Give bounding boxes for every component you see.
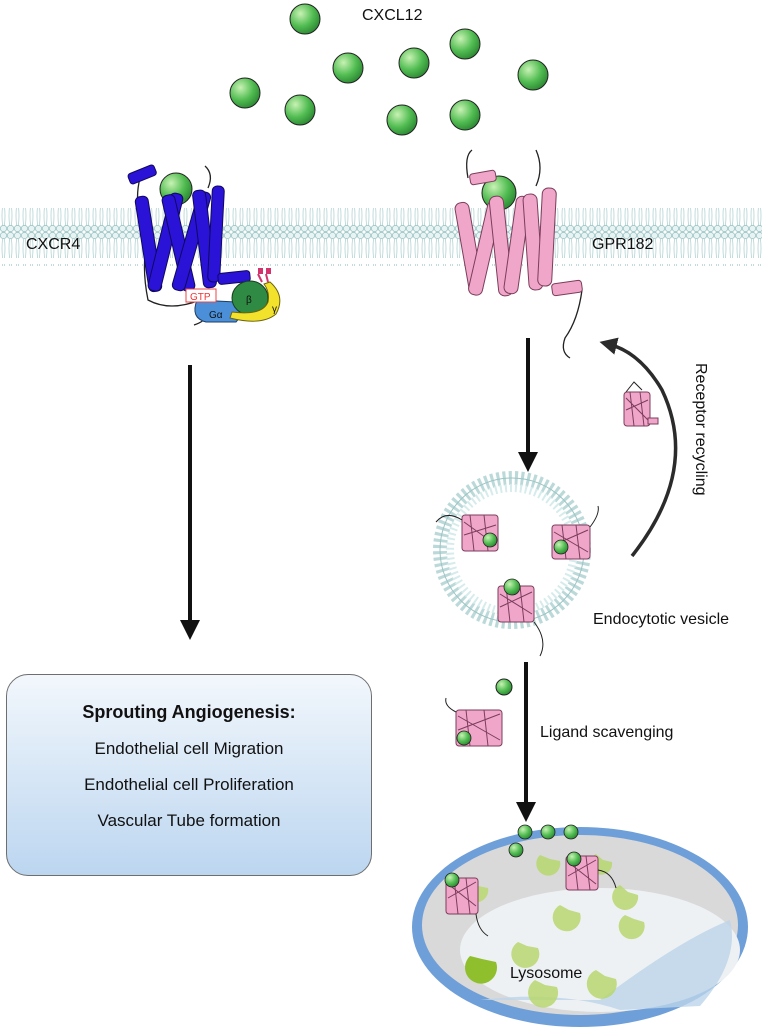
cxcr4-receptor [127,164,251,326]
plasma-membrane [0,208,762,266]
ligand-sphere [449,28,481,60]
recycling-label: Receptor recycling [692,363,709,496]
ligand-sphere [503,578,521,596]
ligand-sphere [444,872,460,888]
recycled-receptor [623,381,659,427]
outcome-item-migration: Endothelial cell Migration [94,739,284,758]
ligand-sphere [566,851,582,867]
ligand-sphere [508,842,524,858]
ligand-sphere [332,52,364,84]
outcome-item-proliferation: Endothelial cell Proliferation [84,775,294,794]
ligand-cluster [229,3,549,136]
lysosome-label: Lysosome [510,965,582,982]
scavenging-receptor [445,697,503,747]
lysosome [412,824,748,1027]
g-beta-label: β [246,295,252,306]
vesicle-receptor [497,578,544,657]
ligand-sphere [229,77,261,109]
outcome-item-tube-formation: Vascular Tube formation [97,811,281,830]
ligand-sphere [495,678,513,696]
ligand-sphere [517,824,533,840]
outcome-title: Sprouting Angiogenesis: [82,702,296,722]
lysosome-receptor [565,851,617,891]
gtp-label: GTP [190,292,211,303]
ligand-sphere [540,824,556,840]
lysosome-receptor [444,872,489,937]
ligand-sphere [398,47,430,79]
g-protein: GTP Gα β γ [185,268,281,323]
ligand-sphere [553,539,569,555]
gpr182-receptor [454,149,583,359]
gpr182-label: GPR182 [592,236,653,253]
ligand-sphere [563,824,579,840]
g-alpha-label: Gα [209,310,223,321]
angiogenesis-outcome-box: Sprouting Angiogenesis: Endothelial cell… [6,674,372,876]
ligand-sphere [386,104,418,136]
vesicle-receptor [551,505,599,560]
ligand-sphere [482,532,498,548]
ligand-sphere [449,99,481,131]
ligand-sphere [284,94,316,126]
protease-icon [465,956,498,984]
vesicle-receptor [435,514,499,552]
endocytotic-vesicle [433,471,599,657]
recycling-arrow [599,337,678,558]
g-gamma-label: γ [272,304,277,315]
ligand-sphere [456,730,472,746]
ligand-sphere [289,3,321,35]
cxcr4-label: CXCR4 [26,236,80,253]
ligand-sphere [517,59,549,91]
vesicle-label: Endocytotic vesicle [593,611,729,628]
ligand-label: CXCL12 [362,7,423,24]
scavenging-label: Ligand scavenging [540,724,673,741]
